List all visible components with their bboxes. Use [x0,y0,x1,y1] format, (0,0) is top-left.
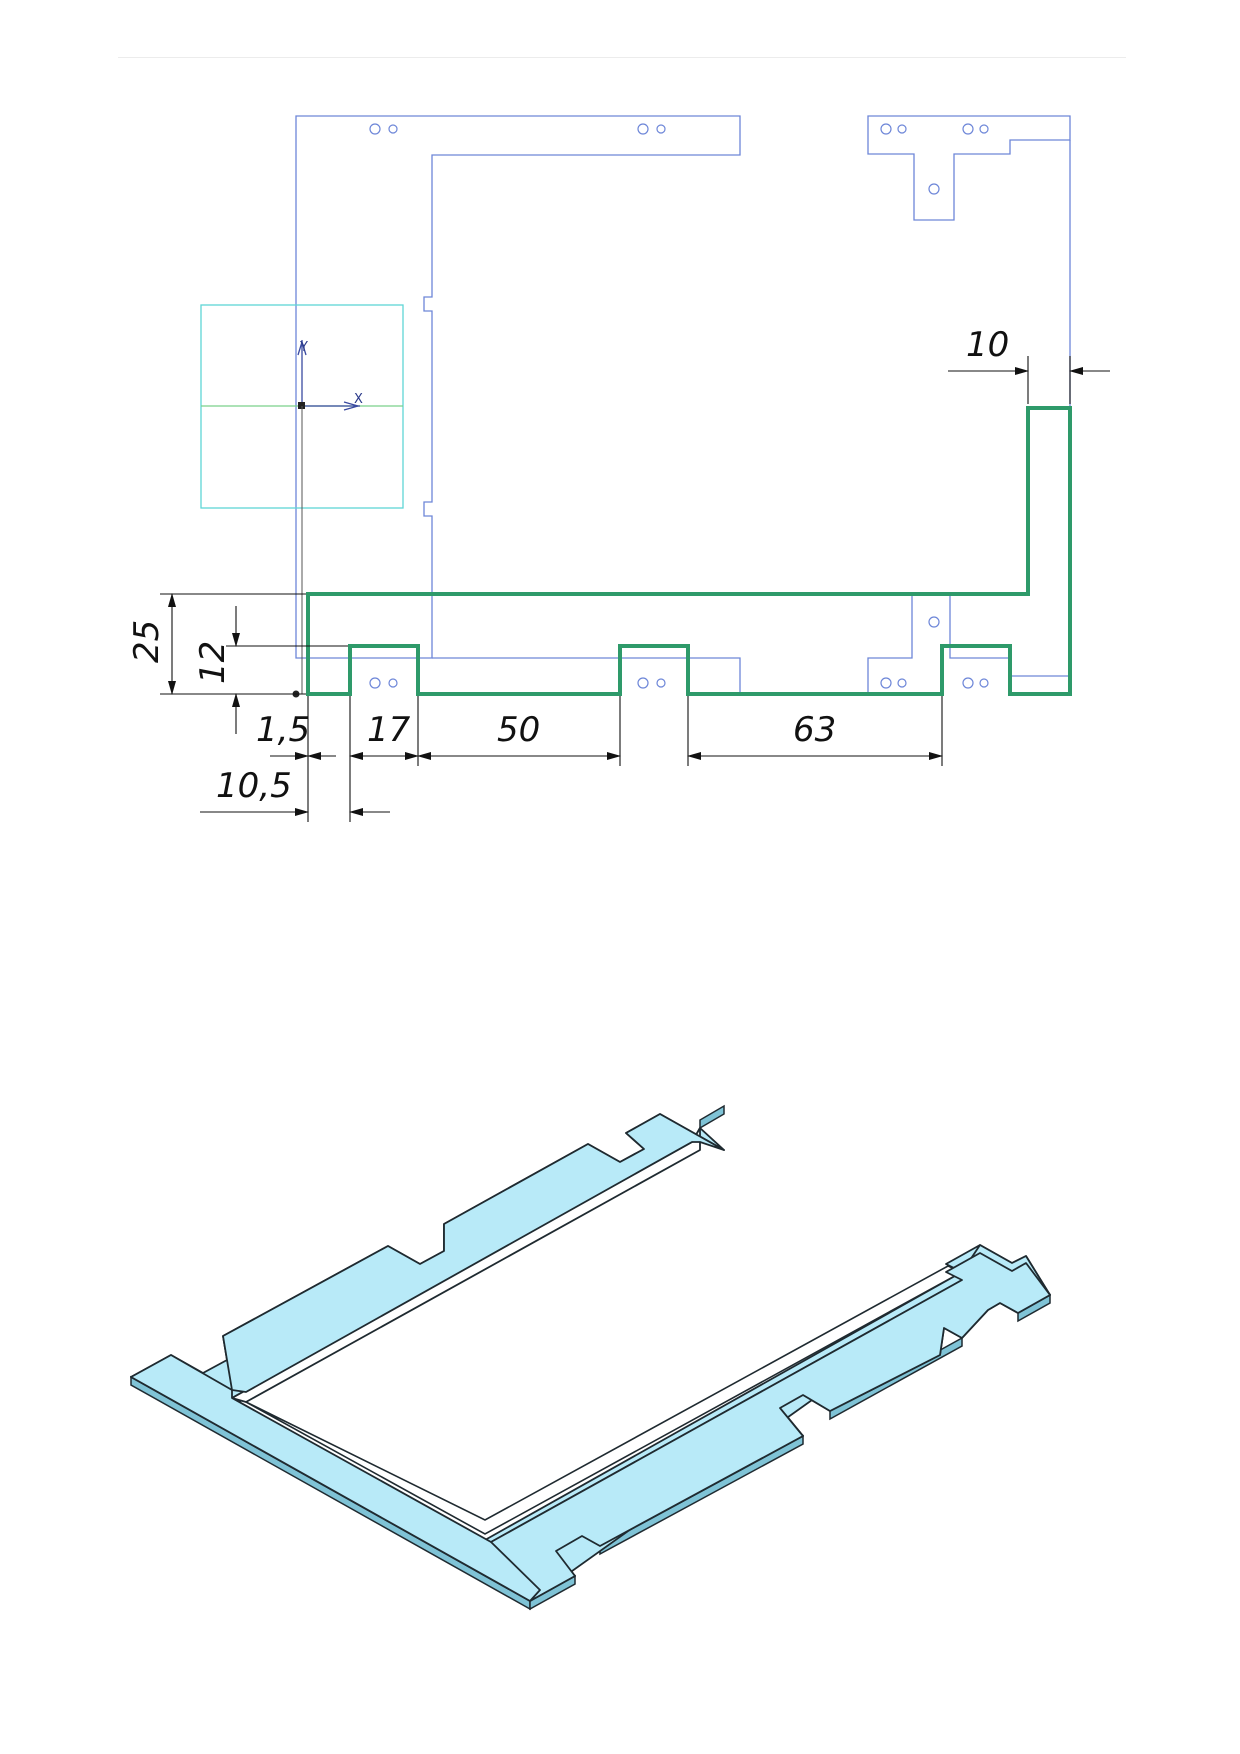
dim-1-5: 1,5 [256,710,310,750]
dim-50: 50 [497,710,540,750]
axis-y-label: Y [299,340,308,355]
dimension-lines [160,356,1110,822]
dim-17: 17 [367,710,411,750]
axis-x-label: X [354,392,363,407]
dim-12: 12 [193,641,233,684]
dim-25: 25 [127,620,167,663]
dim-10: 10 [966,325,1009,365]
mounting-holes [369,123,989,689]
part-outline [295,115,1071,694]
isometric-silhouette [130,1113,1051,1602]
dim-63: 63 [793,710,836,750]
dim-10-5: 10,5 [216,766,292,806]
coordinate-axes [292,339,361,698]
header-rule [118,57,1126,58]
sketch-contour [306,406,1072,696]
